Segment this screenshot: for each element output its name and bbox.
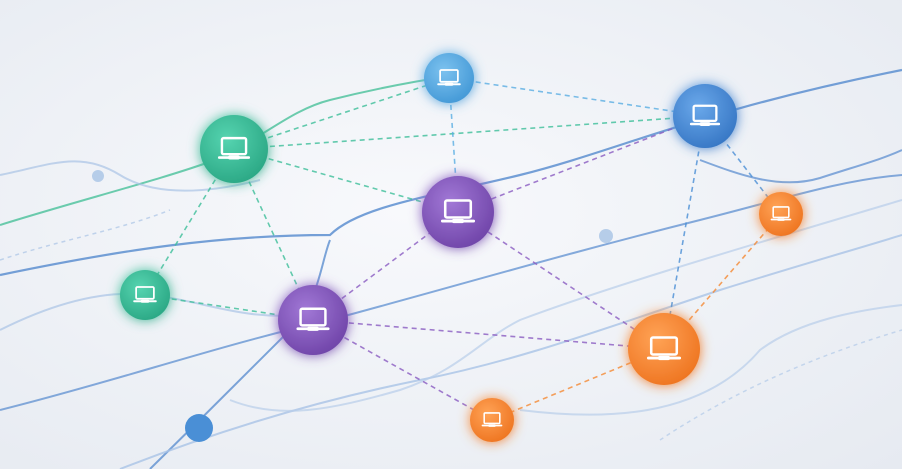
node-circle[interactable] [628, 313, 700, 385]
node-circle[interactable] [424, 53, 474, 103]
node-circle[interactable] [673, 84, 737, 148]
edge-purple-center-to-blue-right [457, 115, 706, 213]
edge-teal-small-to-purple-lower [144, 294, 314, 321]
decor-dot [185, 414, 213, 442]
node-circle[interactable] [470, 398, 514, 442]
node-teal-small[interactable] [120, 270, 170, 320]
node-circle[interactable] [278, 285, 348, 355]
node-light-blue-top[interactable] [424, 53, 474, 103]
node-purple-center[interactable] [422, 176, 494, 248]
node-purple-lower[interactable] [278, 285, 348, 355]
node-circle[interactable] [200, 115, 268, 183]
background-curves [0, 68, 902, 469]
edge-blue-right-to-orange-large [663, 115, 706, 350]
edge-purple-lower-to-orange-small-bottom [312, 319, 493, 421]
node-layer [120, 53, 803, 442]
edge-light-blue-top-to-blue-right [448, 77, 706, 117]
edge-teal-large-to-purple-center [233, 148, 459, 213]
decor-dot [599, 229, 613, 243]
node-circle[interactable] [422, 176, 494, 248]
node-teal-large[interactable] [200, 115, 268, 183]
edge-teal-large-to-light-blue-top [233, 77, 450, 150]
edge-teal-large-to-blue-right [233, 115, 706, 150]
node-blue-right[interactable] [673, 84, 737, 148]
node-orange-small-bottom[interactable] [470, 398, 514, 442]
edge-purple-lower-to-orange-large [312, 319, 665, 350]
node-orange-large[interactable] [628, 313, 700, 385]
decor-dot [92, 170, 104, 182]
node-orange-small-right[interactable] [759, 192, 803, 236]
node-circle[interactable] [120, 270, 170, 320]
node-circle[interactable] [759, 192, 803, 236]
